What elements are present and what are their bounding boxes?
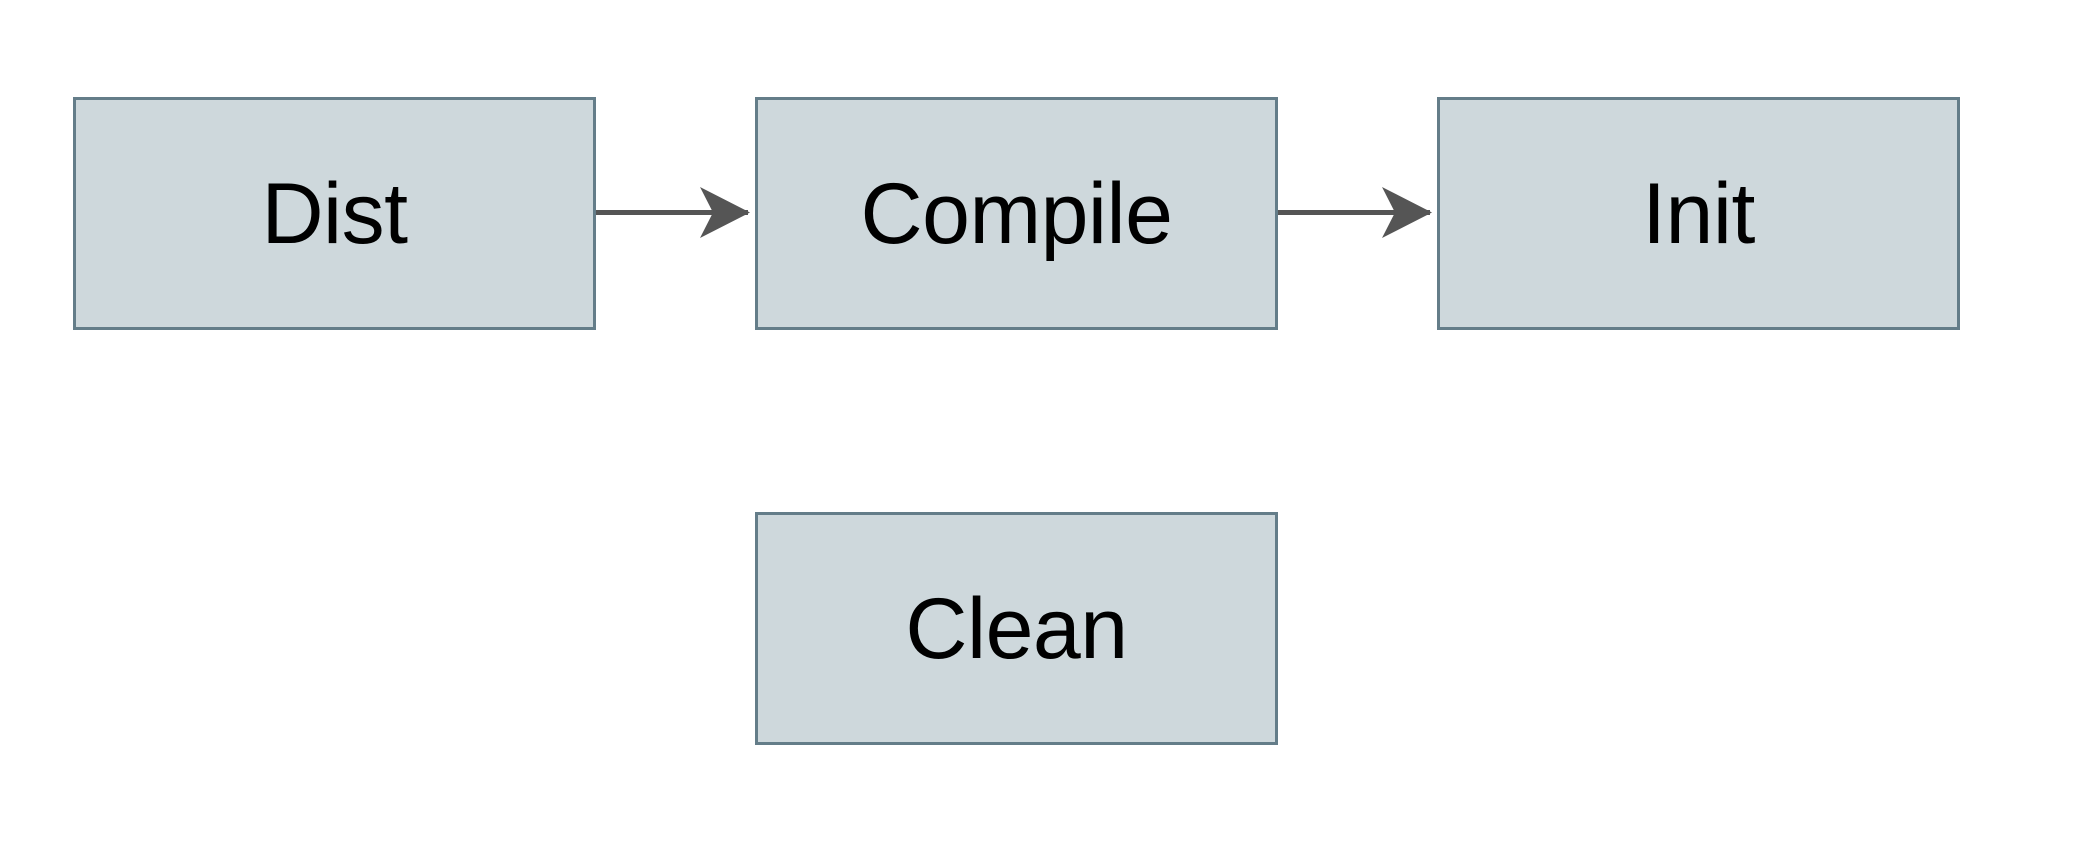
node-dist-label: Dist: [261, 165, 408, 262]
node-clean-label: Clean: [905, 580, 1128, 677]
node-init[interactable]: Init: [1437, 97, 1960, 330]
node-dist[interactable]: Dist: [73, 97, 596, 330]
node-compile[interactable]: Compile: [755, 97, 1278, 330]
node-clean[interactable]: Clean: [755, 512, 1278, 745]
node-init-label: Init: [1642, 165, 1755, 262]
node-compile-label: Compile: [860, 165, 1173, 262]
